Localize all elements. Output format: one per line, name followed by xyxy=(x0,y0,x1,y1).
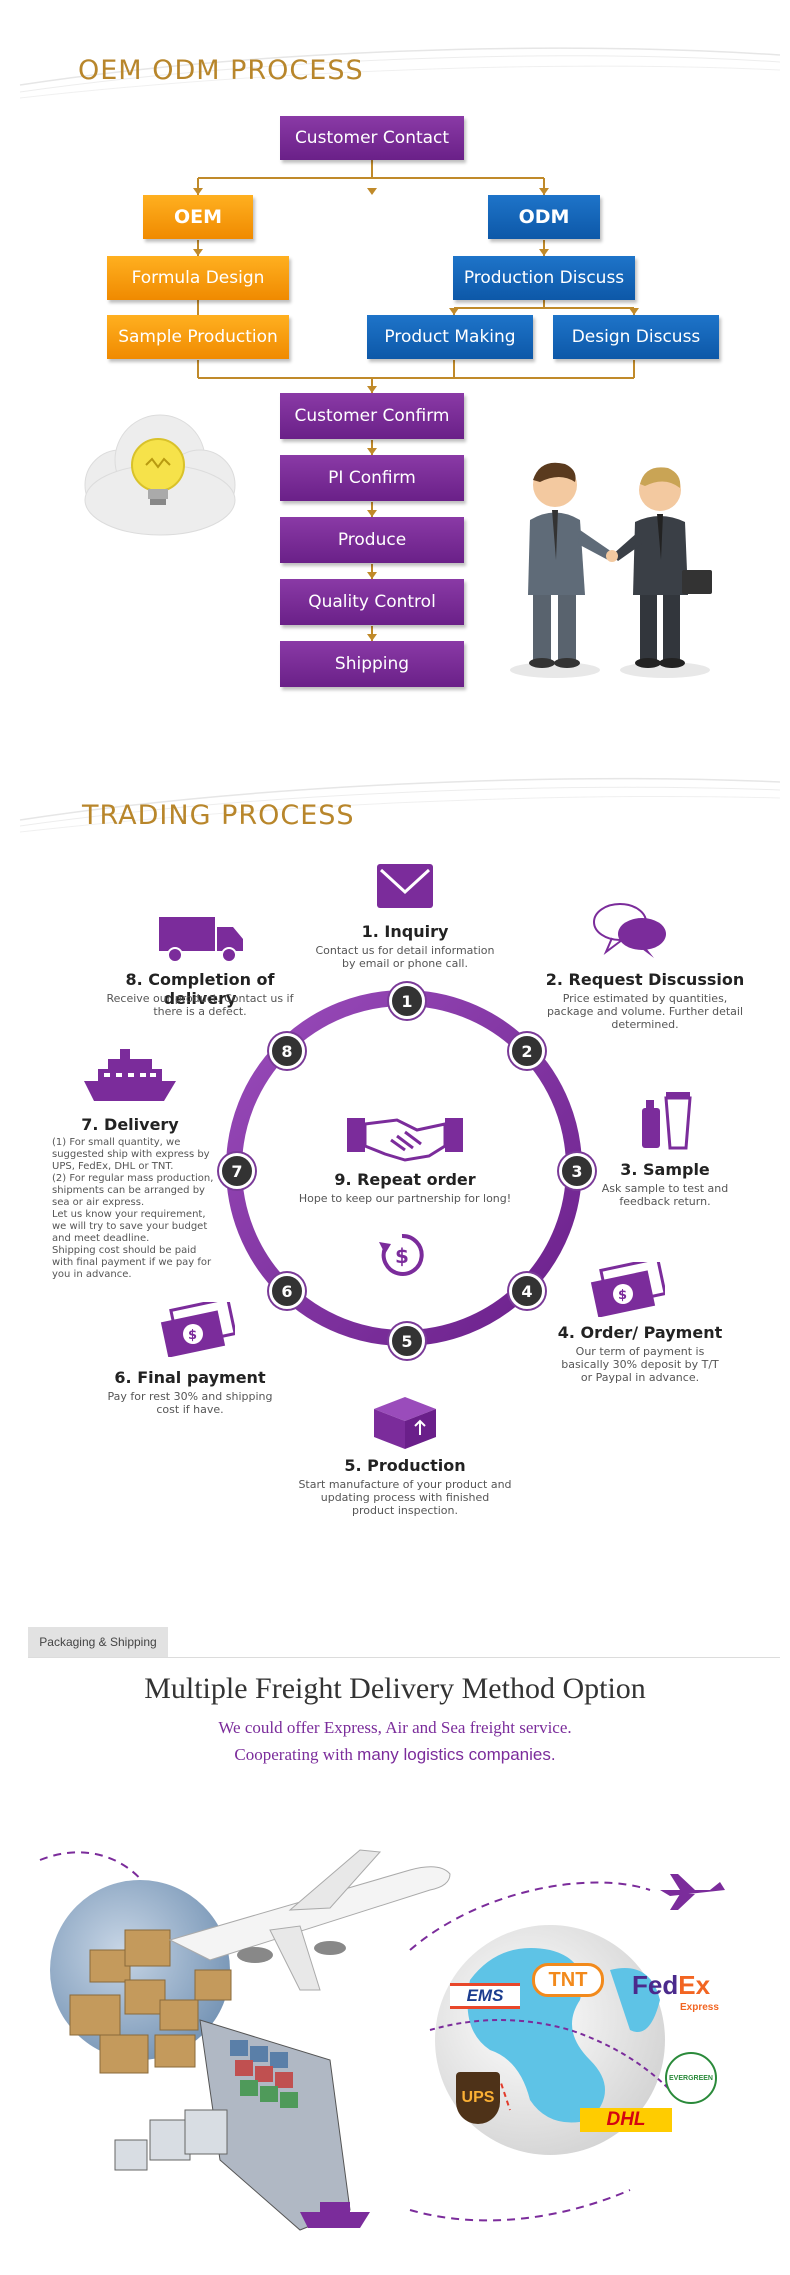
oem-flow-lines xyxy=(193,160,639,641)
ups-text: UPS xyxy=(461,2089,495,2106)
step-number-3: 3 xyxy=(559,1153,595,1189)
truck-icon xyxy=(159,917,243,963)
lightbulb-icon xyxy=(84,414,236,536)
step-8-desc: Receive our product. Contact us if there… xyxy=(106,992,294,1018)
step-5-desc: Start manufacture of your product and up… xyxy=(298,1478,512,1517)
freight-line-2-b: many logistics companies. xyxy=(357,1745,556,1764)
ems-logo: EMS xyxy=(450,1983,520,2009)
produce-box: Produce xyxy=(280,517,464,563)
envelope-icon xyxy=(377,864,433,908)
money-icon: $ xyxy=(590,1262,665,1317)
sample-production-box: Sample Production xyxy=(107,315,289,359)
step-number-8: 8 xyxy=(269,1033,305,1069)
step-2-title: 2. Request Discussion xyxy=(545,970,745,989)
step-4-title: 4. Order/ Payment xyxy=(557,1323,723,1342)
fedex-fed: Fed xyxy=(632,1970,679,2000)
handshake-businessmen-illustration xyxy=(510,462,712,678)
evergreen-logo: EVERGREEN xyxy=(665,2052,717,2104)
step-6-desc: Pay for rest 30% and shipping cost if ha… xyxy=(107,1390,273,1416)
sample-bottles-icon xyxy=(642,1092,692,1150)
step-1-title: 1. Inquiry xyxy=(361,922,449,941)
step-3-desc: Ask sample to test and feedback return. xyxy=(601,1182,729,1208)
cruise-ship-icon xyxy=(84,1049,176,1101)
tnt-logo: TNT xyxy=(532,1963,604,1997)
step-7-desc: (1) For small quantity, we suggested shi… xyxy=(52,1137,214,1280)
step-number-7: 7 xyxy=(219,1153,255,1189)
speech-bubbles-icon xyxy=(593,903,666,958)
repeat-order-title: 9. Repeat order xyxy=(334,1170,476,1189)
packaging-shipping-tab[interactable]: Packaging & Shipping xyxy=(28,1627,168,1657)
repeat-order-desc: Hope to keep our partnership for long! xyxy=(298,1192,512,1205)
fedex-express: Express xyxy=(680,2002,719,2013)
customer-confirm-box: Customer Confirm xyxy=(280,393,464,439)
tab-underline xyxy=(28,1657,780,1658)
oem-box: OEM xyxy=(143,195,253,239)
product-making-box: Product Making xyxy=(367,315,533,359)
repeat-cycle-icon: $ xyxy=(379,1233,424,1276)
svg-text:$: $ xyxy=(618,1288,627,1303)
design-discuss-box: Design Discuss xyxy=(553,315,719,359)
step-8-title: 8. Completion of delivery xyxy=(125,970,275,1008)
header-swoosh xyxy=(19,47,781,99)
pi-confirm-box: PI Confirm xyxy=(280,455,464,501)
step-3-title: 3. Sample xyxy=(620,1160,710,1179)
step-number-5: 5 xyxy=(389,1323,425,1359)
step-6-title: 6. Final payment xyxy=(114,1368,266,1387)
ups-logo: UPS xyxy=(456,2072,500,2124)
freight-line-1: We could offer Express, Air and Sea frei… xyxy=(218,1718,572,1737)
freight-headline: Multiple Freight Delivery Method Option xyxy=(144,1672,646,1705)
step-number-6: 6 xyxy=(269,1273,305,1309)
freight-line-2: Cooperating with many logistics companie… xyxy=(0,1745,790,1765)
svg-text:$: $ xyxy=(395,1244,409,1268)
step-number-2: 2 xyxy=(509,1033,545,1069)
handshake-icon xyxy=(347,1118,463,1162)
odm-box: ODM xyxy=(488,195,600,239)
customer-contact-box: Customer Contact xyxy=(280,116,464,160)
trading-header-swoosh xyxy=(19,777,781,833)
fedex-logo: FedEx xyxy=(632,1970,710,2001)
step-1-desc: Contact us for detail information by ema… xyxy=(315,944,495,970)
step-7-title: 7. Delivery xyxy=(81,1115,179,1134)
final-money-icon: $ xyxy=(160,1302,235,1357)
dhl-logo: DHL xyxy=(580,2108,672,2132)
step-5-title: 5. Production xyxy=(344,1456,466,1475)
freight-illustration xyxy=(39,1849,725,2231)
oem-section-title: OEM ODM PROCESS xyxy=(78,55,364,86)
step-2-desc: Price estimated by quantities, package a… xyxy=(546,992,744,1031)
step-4-desc: Our term of payment is basically 30% dep… xyxy=(561,1345,719,1384)
production-discuss-box: Production Discuss xyxy=(453,256,635,300)
freight-line-2-a: Cooperating with xyxy=(234,1745,358,1764)
step-number-4: 4 xyxy=(509,1273,545,1309)
evergreen-text: EVERGREEN xyxy=(669,2074,713,2082)
svg-text:$: $ xyxy=(188,1328,197,1343)
package-box-icon xyxy=(374,1397,436,1449)
shipping-box: Shipping xyxy=(280,641,464,687)
trading-section-title: TRADING PROCESS xyxy=(82,800,355,831)
step-number-1: 1 xyxy=(389,983,425,1019)
fedex-ex: Ex xyxy=(678,1970,711,2000)
quality-control-box: Quality Control xyxy=(280,579,464,625)
formula-design-box: Formula Design xyxy=(107,256,289,300)
